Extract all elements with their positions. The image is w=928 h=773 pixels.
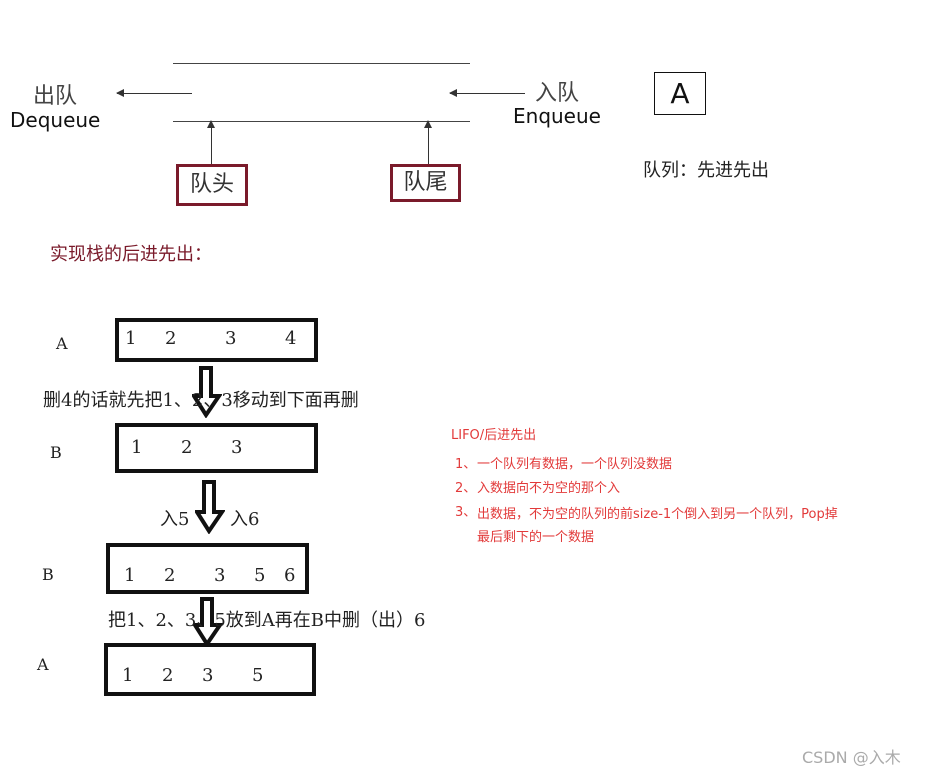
down-arrow-icon [195, 480, 225, 534]
watermark: CSDN @入木 [802, 748, 901, 767]
step1-cell: 3 [225, 328, 237, 349]
lifo-item3-num: 3、 [455, 505, 477, 520]
queue-top-line [173, 63, 470, 64]
step4-cell: 3 [202, 665, 214, 686]
down-arrow-icon [192, 366, 222, 418]
lifo-title: LIFO/后进先出 [451, 428, 537, 443]
step2-cell: 2 [181, 437, 193, 458]
stack-title: 实现栈的后进先出： [50, 244, 212, 265]
step2-cell: 1 [131, 437, 143, 458]
lifo-item2: 入数据向不为空的那个入 [477, 481, 621, 496]
queue-caption: 队列：先进先出 [643, 160, 769, 181]
step4-cell: 2 [162, 665, 174, 686]
lifo-item1-num: 1、 [455, 457, 477, 472]
step3-label: B [42, 565, 54, 584]
step3-cell: 3 [214, 565, 226, 586]
step3-cell: 2 [164, 565, 176, 586]
step3-cell: 5 [254, 565, 266, 586]
tail-pointer-icon [424, 120, 432, 164]
enqueue-cn-label: 入队 [535, 81, 580, 106]
note3: 把1、2、3、5放到A再在B中删（出）6 [108, 610, 426, 631]
lifo-item2-num: 2、 [455, 481, 477, 496]
note1: 删4的话就先把1、2、3移动到下面再删 [43, 390, 359, 411]
queue-head-box: 队头 [176, 164, 248, 206]
dequeue-en-label: Dequeue [10, 108, 101, 132]
step2-label: B [50, 443, 62, 462]
step3-cell: 1 [124, 565, 136, 586]
step2-cell: 3 [231, 437, 243, 458]
note2-right: 入6 [230, 509, 260, 530]
dequeue-cn-label: 出队 [33, 84, 78, 109]
lifo-item3-line1: 出数据，不为空的队列的前size-1个倒入到另一个队列，Pop掉 [477, 507, 838, 522]
step1-queue-box: 1 2 3 4 [115, 318, 318, 362]
step4-queue-box: 1 2 3 5 [104, 643, 316, 696]
step2-queue-box: 1 2 3 [115, 423, 318, 473]
step1-cell: 4 [285, 328, 297, 349]
step4-cell: 1 [122, 665, 134, 686]
step1-cell: 2 [165, 328, 177, 349]
step3-cell: 6 [284, 565, 296, 586]
head-pointer-icon [207, 120, 215, 164]
down-arrow-icon [193, 597, 223, 647]
lifo-item1: 一个队列有数据，一个队列没数据 [477, 457, 673, 472]
enqueue-arrow-icon [449, 89, 525, 97]
note2-left: 入5 [160, 509, 190, 530]
enqueue-en-label: Enqueue [513, 104, 601, 128]
step3-queue-box: 1 2 3 5 6 [106, 543, 309, 594]
queue-letter-box: A [654, 72, 706, 115]
lifo-item3-line2: 最后剩下的一个数据 [477, 530, 595, 545]
step1-cell: 1 [125, 328, 137, 349]
step4-label: A [37, 655, 49, 674]
queue-bottom-line [173, 121, 470, 122]
queue-tail-box: 队尾 [390, 164, 461, 202]
dequeue-arrow-icon [116, 89, 192, 97]
step4-cell: 5 [252, 665, 264, 686]
step1-label: A [56, 334, 68, 353]
